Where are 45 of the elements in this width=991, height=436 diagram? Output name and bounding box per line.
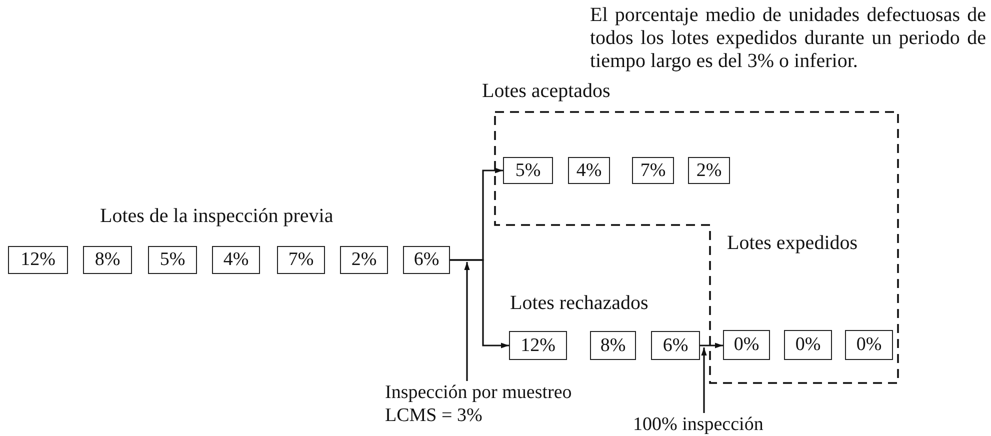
group-label: Lotes de la inspección previa (100, 205, 334, 228)
defect-percentage: 5% (160, 249, 186, 271)
lot-box (8, 246, 68, 274)
lot-box (845, 330, 893, 360)
defect-percentage: 6% (414, 249, 440, 271)
defect-percentage: 12% (20, 249, 56, 271)
lot-box (83, 246, 132, 274)
defect-percentage: 8% (600, 334, 626, 356)
defect-percentage: 0% (795, 334, 821, 356)
defect-percentage: 0% (734, 334, 760, 356)
lot-box (403, 246, 450, 274)
lot-box (568, 157, 610, 184)
defect-percentage: 6% (662, 334, 688, 356)
defect-percentage: 2% (696, 160, 722, 182)
lot-box (632, 157, 674, 184)
flow-arrow (701, 348, 707, 413)
defect-percentage: 2% (351, 249, 377, 271)
lot-box (590, 331, 636, 360)
group-label: Lotes rechazados (510, 292, 648, 315)
lot-box (784, 330, 832, 360)
lot-box (148, 246, 197, 274)
defect-percentage: 7% (288, 249, 314, 271)
defect-percentage: 0% (856, 334, 882, 356)
region-title: Lotes expedidos (727, 232, 858, 255)
defect-percentage: 4% (576, 160, 602, 182)
lot-box (509, 331, 567, 360)
note-paragraph: El porcentaje medio de unidades defectuosas de todos los lotes expedidos durante un periodo de tiempo largo es del 3% o inferior. (590, 4, 986, 73)
defect-percentage: 12% (520, 334, 556, 356)
lot-box (277, 246, 325, 274)
group-label: Lotes aceptados (482, 80, 610, 103)
defect-percentage: 8% (94, 249, 120, 271)
defect-percentage: 4% (223, 249, 249, 271)
annotation-text: Inspección por muestreo LCMS = 3% (385, 381, 615, 427)
lot-box (340, 246, 388, 274)
defect-percentage: 5% (515, 160, 541, 182)
lot-box (723, 330, 770, 360)
annotation-text: 100% inspección (633, 413, 808, 436)
flow-arrow (464, 262, 470, 381)
defect-percentage: 7% (640, 160, 666, 182)
flow-arrow (700, 342, 723, 348)
lot-box (651, 331, 700, 360)
lot-box (503, 157, 553, 184)
flow-arrow (450, 259, 509, 348)
lot-box (688, 157, 730, 184)
lot-box (212, 246, 260, 274)
